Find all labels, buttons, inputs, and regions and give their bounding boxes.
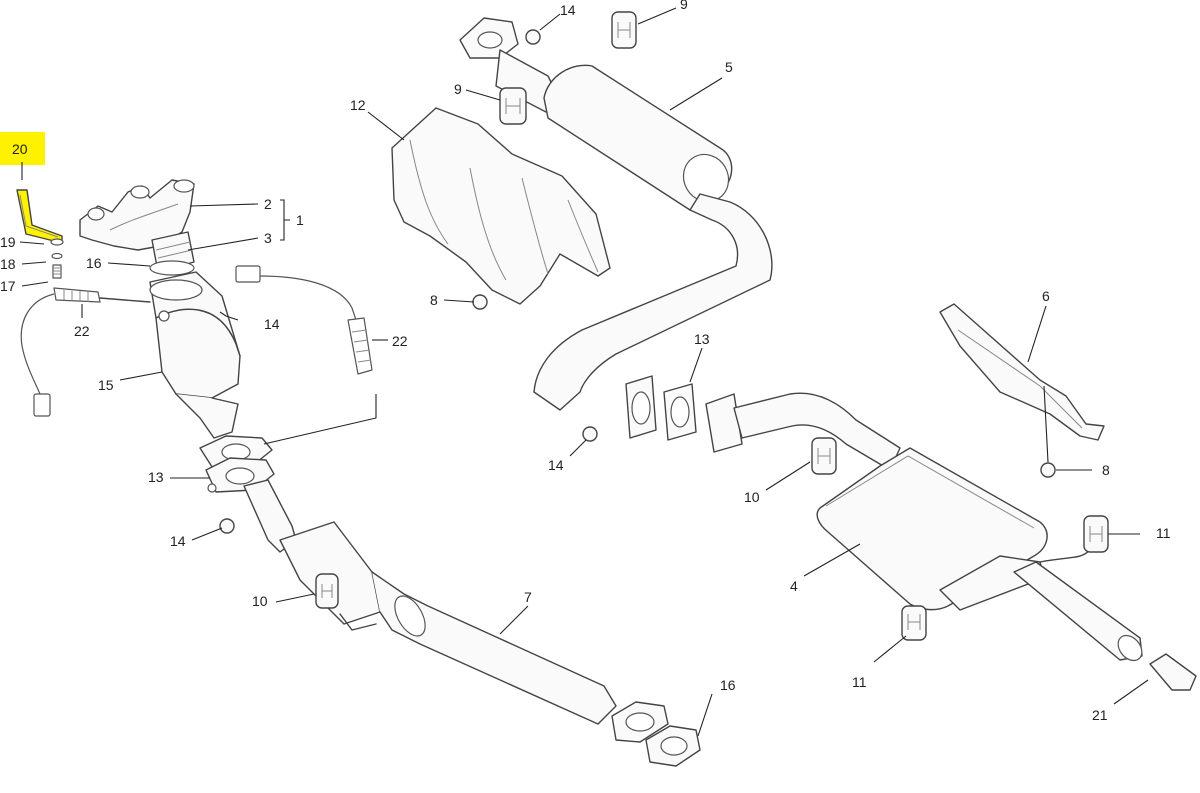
callout-6: 6 [1042, 288, 1050, 304]
callout-labels: 20 19 18 17 16 2 3 1 14 22 22 15 13 14 1… [0, 0, 1171, 723]
callout-16-rear: 16 [720, 677, 736, 693]
part-8-nut-heat-shield [472, 294, 488, 310]
part-11-hanger-rear-lower [901, 605, 927, 641]
callout-14-middle: 14 [548, 457, 564, 473]
callout-14-manifold: 14 [264, 316, 280, 332]
part-13-flange-middle [625, 375, 743, 453]
callout-13-middle: 13 [694, 331, 710, 347]
part-14-nut-middle [582, 426, 598, 442]
leader-lines [19, 7, 1149, 737]
part-11-hanger-rear-right [1083, 515, 1109, 553]
callout-2: 2 [264, 196, 272, 212]
callout-13-front: 13 [148, 469, 164, 485]
part-15-catalytic-converter [149, 271, 241, 439]
part-16-flange-rear [611, 701, 701, 767]
callout-8-rear: 8 [1102, 462, 1110, 478]
callout-9-top: 9 [680, 0, 688, 12]
callout-10-front: 10 [252, 593, 268, 609]
part-12-heat-shield [391, 107, 611, 305]
part-8-nut-rear [1040, 462, 1056, 478]
callout-20: 20 [12, 141, 28, 157]
part-21-tailpipe-tip [1149, 653, 1197, 691]
part-22-oxygen-sensor-front [20, 287, 151, 417]
callout-11-right: 11 [1156, 525, 1171, 541]
part-20-bracket [16, 189, 63, 244]
callout-5: 5 [725, 59, 733, 75]
callout-16-manifold: 16 [86, 255, 102, 271]
callout-17: 17 [0, 278, 16, 294]
callout-4: 4 [790, 578, 798, 594]
part-9-hanger-mid [499, 87, 527, 125]
callout-11-lower: 11 [852, 674, 867, 690]
callout-9-mid: 9 [454, 81, 462, 97]
part-10-hanger-front [315, 573, 339, 609]
callout-14-top: 14 [560, 2, 576, 18]
part-4-rear-muffler [816, 447, 1143, 662]
callout-22-rear: 22 [392, 333, 408, 349]
callout-3: 3 [264, 230, 272, 246]
callout-8-heat-shield: 8 [430, 292, 438, 308]
highlight-box [0, 132, 45, 165]
part-9-hanger-top [611, 11, 637, 49]
callout-10-rear: 10 [744, 489, 760, 505]
part-10-hanger-rear [811, 437, 837, 475]
callout-12: 12 [350, 97, 366, 113]
part-14-nut-top [525, 29, 541, 45]
callout-18: 18 [0, 256, 16, 272]
callout-15: 15 [98, 377, 114, 393]
part-16-gasket [149, 260, 195, 276]
callout-22-front: 22 [74, 323, 90, 339]
callout-19: 19 [0, 234, 16, 250]
part-22-oxygen-sensor-rear [235, 265, 373, 375]
fasteners-17-19 [50, 238, 64, 279]
part-5-middle-silencer [459, 17, 773, 411]
callout-14-front: 14 [170, 533, 186, 549]
callout-21: 21 [1092, 707, 1108, 723]
part-6-rear-heat-shield [939, 303, 1105, 441]
part-7-front-pipe [243, 479, 617, 725]
callout-1: 1 [296, 212, 304, 228]
part-14-nut-front [219, 518, 235, 534]
callout-7: 7 [524, 589, 532, 605]
